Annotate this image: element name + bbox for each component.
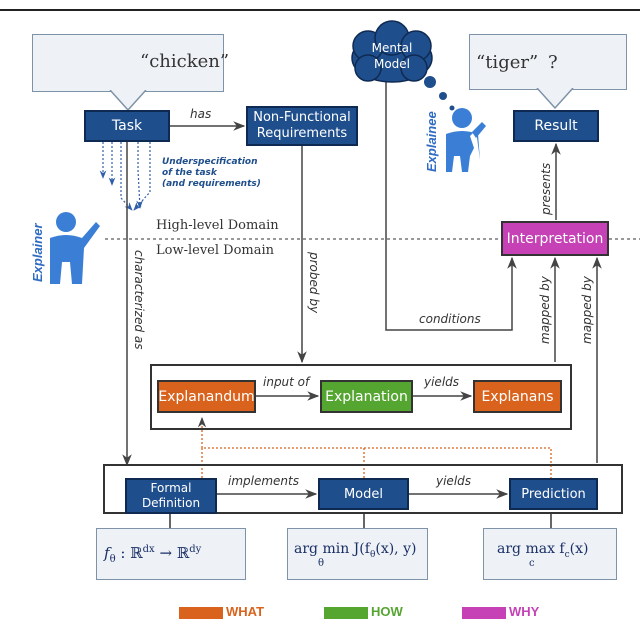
result-node: Result — [513, 110, 599, 142]
explainer-label: Explainer — [30, 223, 45, 282]
implements-label: implements — [228, 474, 299, 488]
legend-what-swatch — [179, 607, 223, 619]
explainee-figure — [446, 108, 486, 172]
conditions-label: conditions — [419, 312, 481, 326]
characterized-as-label: characterized as — [132, 250, 146, 350]
interpretation-node: Interpretation — [501, 221, 609, 256]
explanation-node: Explanation — [320, 380, 413, 413]
explanation-frame — [150, 364, 572, 430]
formula-box-2 — [287, 528, 428, 580]
formal-definition-node: Formal Definition — [125, 478, 217, 514]
result-callout-question: ? — [548, 52, 558, 73]
legend-how-swatch — [324, 607, 368, 619]
presents-label: presents — [539, 162, 553, 215]
input-of-label: input of — [263, 375, 310, 389]
task-callout — [32, 34, 224, 92]
formula-2-under: θ — [318, 558, 325, 569]
yields-bottom-label: yields — [436, 474, 472, 488]
header-rule — [0, 0, 640, 11]
underspec-label: Underspecification of the task (and requ… — [162, 157, 261, 189]
explanans-node: Explanans — [473, 380, 562, 413]
what-links — [197, 416, 552, 478]
mental-model-label: Mental Model — [371, 41, 413, 71]
result-callout-quote: “tiger” — [476, 52, 539, 73]
yields-top-label: yields — [424, 375, 460, 389]
task-callout-tail — [109, 90, 147, 112]
formula-3: arg max fc(x) — [497, 541, 589, 560]
result-callout-tail — [536, 88, 574, 110]
explainee-label: Explainee — [424, 111, 439, 172]
edge-conditions — [385, 80, 517, 331]
mapped-by-label-1: mapped by — [538, 276, 552, 344]
formula-1: fθ : ℝdx → ℝdy — [104, 544, 202, 565]
legend-why-label: WHY — [509, 604, 540, 619]
result-callout — [469, 34, 627, 90]
prediction-node: Prediction — [509, 478, 598, 510]
legend-how-label: HOW — [371, 604, 403, 619]
formula-box-1 — [96, 528, 246, 580]
cloud-shape — [351, 20, 433, 83]
explainer-figure — [50, 212, 100, 284]
legend-why-swatch — [462, 607, 506, 619]
formal-frame — [103, 464, 623, 514]
has-label: has — [190, 107, 212, 121]
underspec-arrows — [99, 142, 151, 211]
probed-by-label: probed by — [307, 252, 321, 314]
nonfunctional-requirements-node: Non-Functional Requirements — [246, 106, 358, 146]
model-node: Model — [318, 478, 409, 510]
low-level-domain-label: Low-level Domain — [156, 243, 275, 258]
task-node: Task — [84, 110, 170, 142]
legend-what-label: WHAT — [226, 604, 265, 619]
explanandum-node: Explanandum — [157, 380, 256, 413]
mapped-by-label-2: mapped by — [580, 276, 594, 344]
formula-box-3 — [483, 528, 617, 580]
formula-2: arg min J(fθ(x), y) — [294, 541, 417, 560]
high-level-domain-label: High-level Domain — [156, 218, 279, 233]
formula-3-under: c — [529, 558, 535, 569]
task-callout-quote: “chicken” — [140, 51, 230, 72]
